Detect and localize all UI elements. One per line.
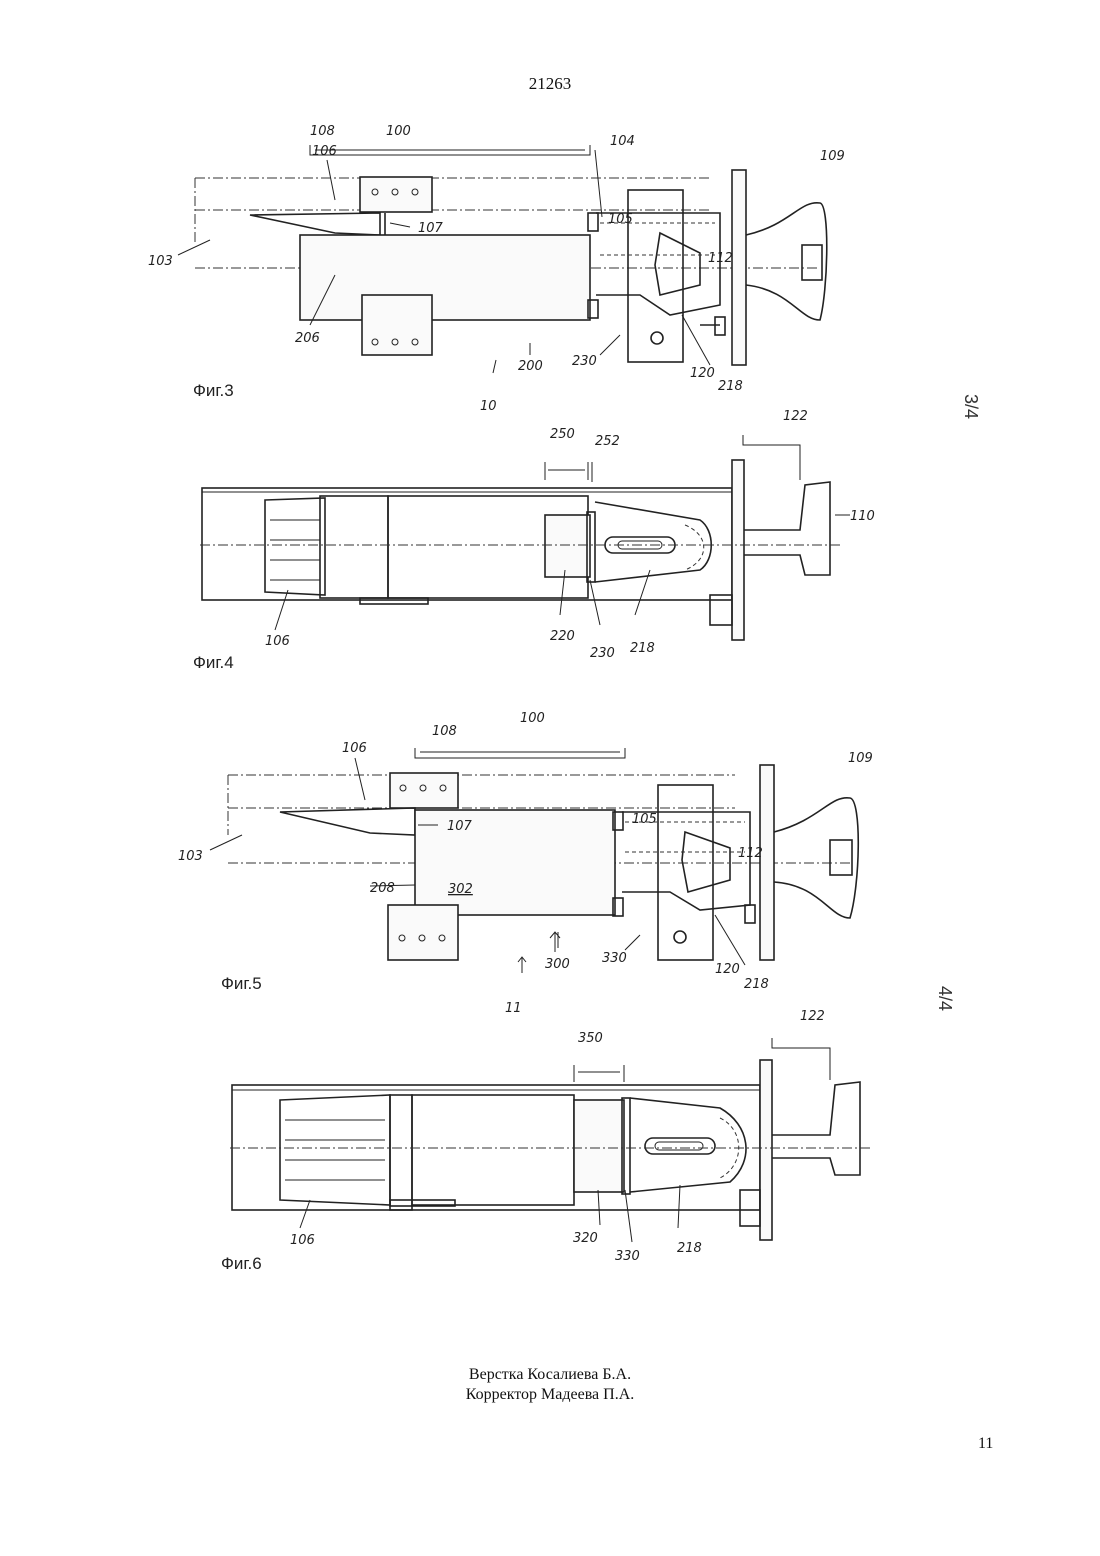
fig6-callout-330: 330	[615, 1249, 640, 1264]
fig4-callout-122-block: 122	[780, 400, 900, 440]
fig5-callout-103: 103	[178, 849, 203, 864]
fig4-lower-callouts: 106 220 230 218	[260, 620, 730, 665]
fig3-callout-218: 218	[718, 379, 743, 394]
fig5-callout-112: 112	[738, 846, 763, 861]
fig3-callout-107: 107	[418, 221, 444, 236]
fig5-arrow-300	[545, 930, 565, 955]
fig3-callout-120: 120	[690, 366, 715, 381]
fig5-arrow-11	[512, 955, 532, 975]
fig5-callout-109: 109	[848, 751, 873, 766]
fig6-lower-callouts: 106 320 330 218	[285, 1222, 735, 1267]
fig3-callout-109: 109	[820, 149, 845, 164]
fig4-callout-252: 252	[595, 434, 620, 449]
fig3-callout-206: 206	[295, 331, 320, 346]
fig4-callout-110-block: 110	[840, 500, 900, 530]
fig3-callout-100: 100	[386, 124, 411, 139]
fig3-callout-106: 106	[312, 144, 337, 159]
figure-3-drawing: 100 108 106 104 109 105 107 103 112 206 …	[140, 105, 1000, 425]
fig5-callout-208: 208	[370, 881, 395, 896]
fig4-callout-220: 220	[550, 629, 575, 644]
fig4-callout-250: 250	[550, 427, 575, 442]
fig3-callout-112: 112	[708, 251, 733, 266]
sheet-mark-lower: 4/4	[934, 986, 955, 1011]
figure-5-label: Фиг.5	[221, 974, 262, 994]
layout-credit: Верстка Косалиева Б.А.	[0, 1365, 1100, 1385]
fig6-callout-218: 218	[677, 1241, 702, 1256]
credits-block: Верстка Косалиева Б.А. Корректор Мадеева…	[0, 1365, 1100, 1405]
fig4-callout-122: 122	[783, 409, 808, 424]
fig5-callout-120: 120	[715, 962, 740, 977]
fig6-callout-122-block: 122	[790, 1000, 850, 1028]
fig5-callout-107: 107	[447, 819, 473, 834]
figure-3-label: Фиг.3	[193, 381, 234, 401]
fig5-callout-302: 302	[448, 882, 473, 897]
fig6-callout-350-block: 350	[570, 1022, 630, 1050]
fig3-callout-104: 104	[610, 134, 635, 149]
fig6-callout-320: 320	[573, 1231, 598, 1246]
fig5-callout-300: 300	[545, 957, 570, 972]
figure-5-drawing: 100 108 106 109 105 107 103 112 208 302 …	[170, 700, 910, 1020]
page-number: 11	[978, 1435, 993, 1453]
document-number: 21263	[0, 74, 1100, 94]
fig3-callout-10: 10	[480, 399, 497, 414]
fig4-callout-230: 230	[590, 646, 615, 661]
fig5-callout-108: 108	[432, 724, 457, 739]
fig5-callout-106: 106	[342, 741, 367, 756]
fig5-callout-100: 100	[520, 711, 545, 726]
fig4-callout-106: 106	[265, 634, 290, 649]
fig6-callout-350: 350	[578, 1031, 603, 1046]
fig5-callout-330: 330	[602, 951, 627, 966]
fig5-callout-11: 11	[505, 1001, 522, 1016]
fig3-callout-103: 103	[148, 254, 173, 269]
figure-4-label: Фиг.4	[193, 653, 234, 673]
fig3-callout-105: 105	[608, 212, 633, 227]
fig6-callout-122: 122	[800, 1009, 825, 1024]
corrector-credit: Корректор Мадеева П.А.	[0, 1385, 1100, 1405]
figure-6-label: Фиг.6	[221, 1254, 262, 1274]
fig4-callout-110: 110	[850, 509, 875, 524]
fig5-callout-218: 218	[744, 977, 769, 992]
fig3-callout-230: 230	[572, 354, 597, 369]
fig3-callout-200: 200	[518, 359, 543, 374]
fig6-callout-106: 106	[290, 1233, 315, 1248]
fig3-callout-108: 108	[310, 124, 335, 139]
fig5-callout-105: 105	[632, 812, 657, 827]
fig4-callout-218: 218	[630, 641, 655, 656]
sheet-mark-upper: 3/4	[960, 394, 981, 419]
